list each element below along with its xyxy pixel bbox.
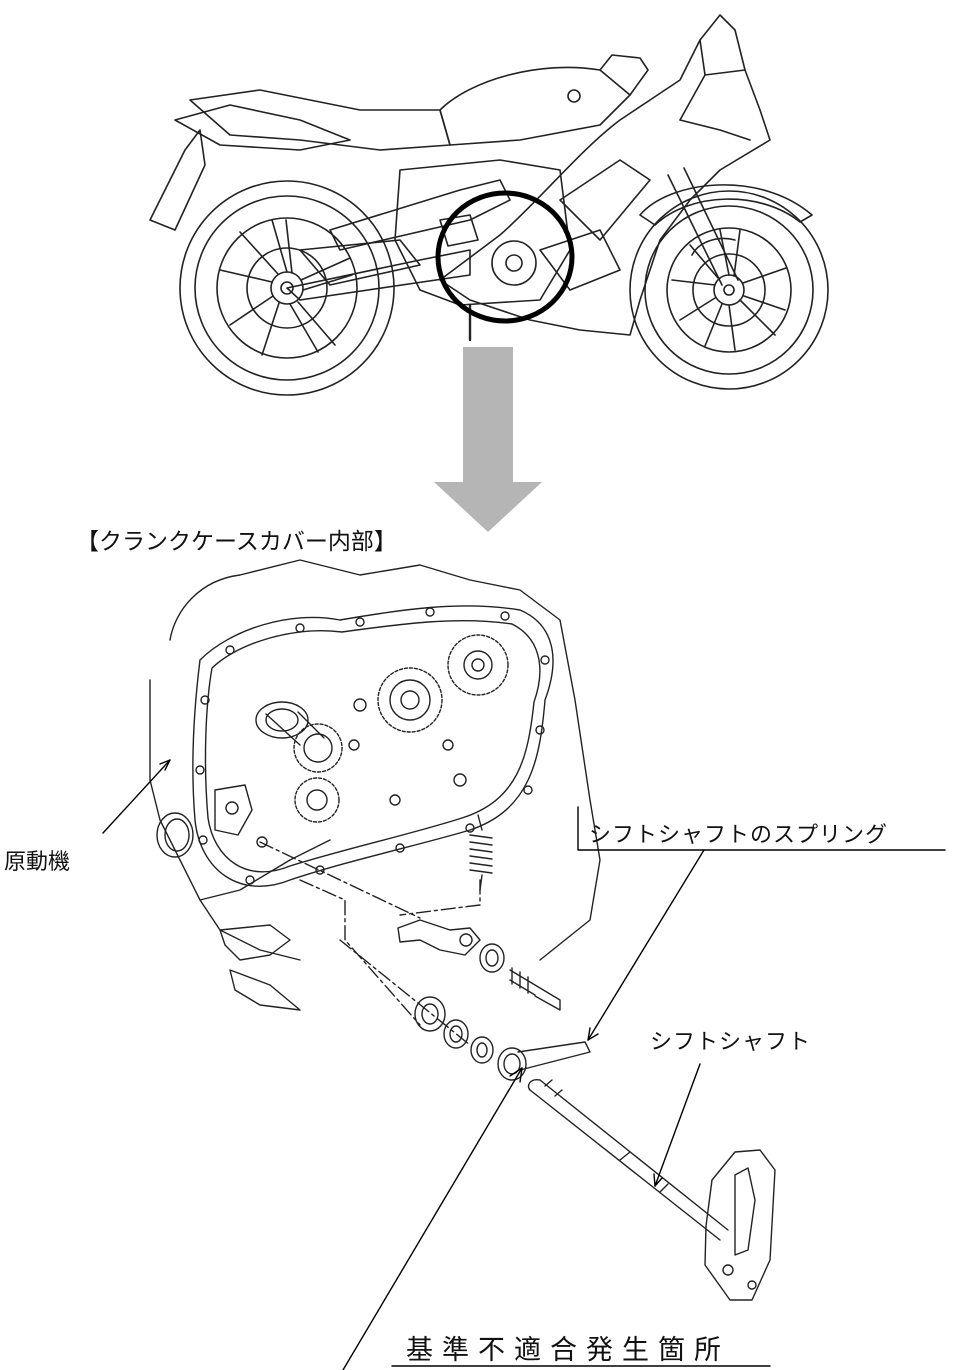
spring-label-box [577,806,946,851]
defect-location-label: 基準不適合発生箇所 [406,1335,730,1366]
spring-label: シフトシャフトのスプリング [589,823,889,848]
motorcycle-illustration [149,14,829,396]
crankcase-drawing [149,559,601,1011]
section-title: 【クランクケースカバー内部】 [76,529,397,555]
callout-lines [102,759,946,1370]
engine-leader-line [102,759,171,834]
highlight-circle [435,190,575,324]
rear-wheel [179,180,395,396]
engine-label: 原動機 [4,850,71,875]
down-arrow [434,347,542,532]
shift-shaft-label: シフトシャフト [650,1030,812,1055]
spring-leader-line [587,849,705,1041]
defect-leader-line [342,1067,523,1370]
exploded-parts [259,814,776,1301]
shaft-leader-line [654,1063,701,1187]
